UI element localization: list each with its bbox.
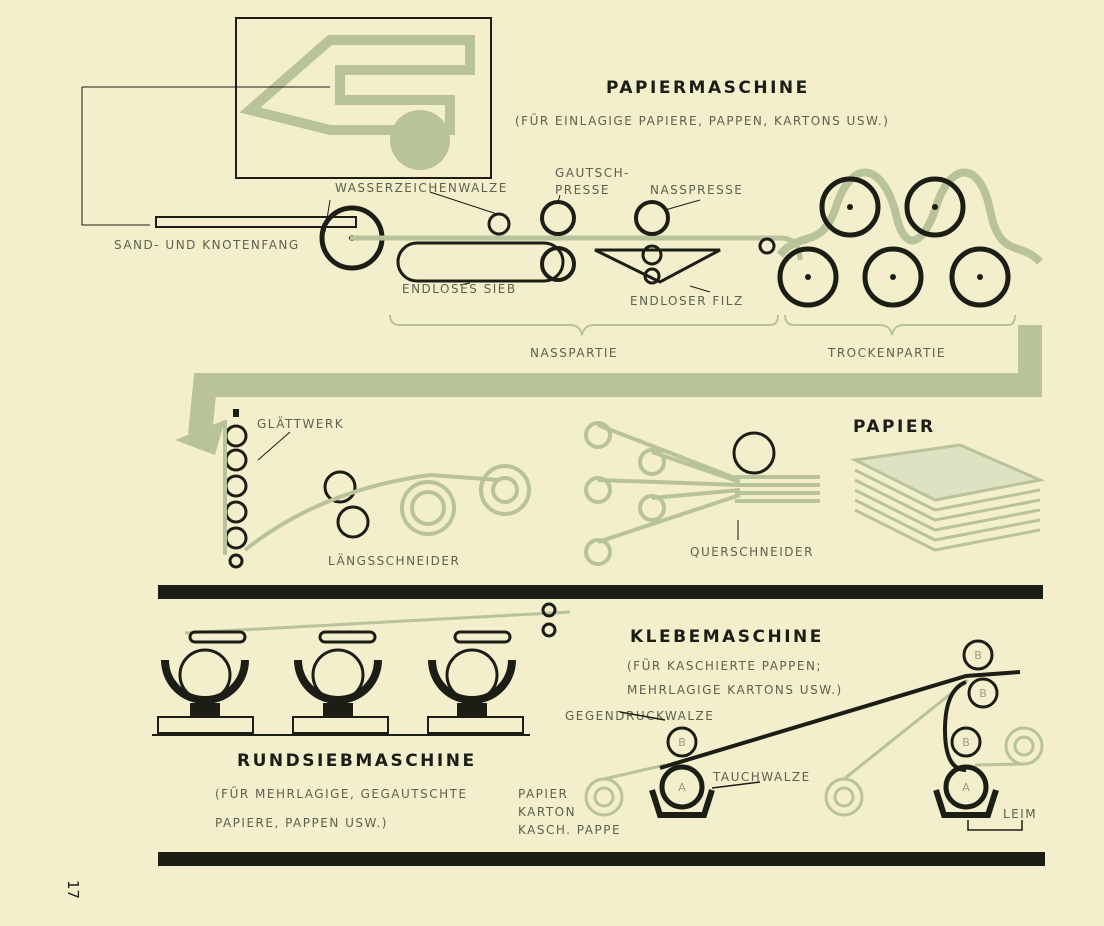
finishing-section: [223, 409, 1046, 569]
page-number: 17: [64, 880, 82, 899]
label-sand-knotenfang: SAND- UND KNOTENFANG: [114, 238, 300, 252]
flow-arrow: [188, 325, 1042, 437]
klebe-section: B B B B A A: [584, 639, 1044, 831]
divider-bar: [158, 585, 1043, 599]
label-querschneider: QUERSCHNEIDER: [690, 545, 814, 559]
label-karton: KARTON: [518, 805, 576, 819]
inset-detail: [81, 17, 492, 226]
label-papier: PAPIER: [518, 787, 568, 801]
roll-b-label: B: [974, 649, 982, 662]
title-rundsiebmaschine: RUNDSIEBMASCHINE: [237, 751, 477, 771]
section-brackets: [389, 314, 1016, 336]
arrow-head-icon: [175, 420, 225, 455]
label-endloser-filz: ENDLOSER FILZ: [630, 294, 744, 308]
subtitle-rundsieb-2: PAPIERE, PAPPEN USW.): [215, 816, 388, 830]
label-nasspresse: NASSPRESSE: [650, 183, 743, 197]
label-wasserzeichenwalze: WASSERZEICHENWALZE: [335, 181, 508, 195]
label-gautsch1: GAUTSCH-: [555, 166, 630, 180]
bottom-divider-bar: [158, 852, 1045, 866]
label-leim: LEIM: [1003, 807, 1037, 821]
label-kasch-pappe: KASCH. PAPPE: [518, 823, 621, 837]
title-papiermaschine: PAPIERMASCHINE: [606, 78, 810, 98]
roll-b-label: B: [678, 736, 686, 749]
subtitle-papiermaschine: (FÜR EINLAGIGE PAPIERE, PAPPEN, KARTONS …: [515, 112, 889, 128]
title-klebemaschine: KLEBEMASCHINE: [630, 627, 824, 647]
label-trockenpartie: TROCKENPARTIE: [827, 346, 946, 360]
roll-a-label: A: [678, 781, 686, 794]
label-gautsch2: PRESSE: [555, 183, 610, 197]
dryer-section: [776, 168, 1043, 308]
subtitle-rundsieb-1: (FÜR MEHRLAGIGE, GEGAUTSCHTE: [215, 785, 468, 801]
roll-a-label: A: [962, 781, 970, 794]
roll-b-label: B: [979, 687, 987, 700]
rundsieb-section: [152, 602, 571, 736]
label-tauchwalze: TAUCHWALZE: [712, 770, 811, 784]
subtitle-klebe-1: (FÜR KASCHIERTE PAPPEN;: [627, 657, 822, 673]
subtitle-klebe-2: MEHRLAGIGE KARTONS USW.): [627, 683, 843, 697]
label-endloses-sieb: ENDLOSES SIEB: [402, 282, 517, 296]
roll-b-label: B: [962, 736, 970, 749]
label-laengsschneider: LÄNGSSCHNEIDER: [328, 553, 460, 568]
label-nasspartie: NASSPARTIE: [530, 346, 618, 360]
label-glaettwerk: GLÄTTWERK: [257, 416, 344, 431]
title-papier: PAPIER: [853, 417, 936, 437]
